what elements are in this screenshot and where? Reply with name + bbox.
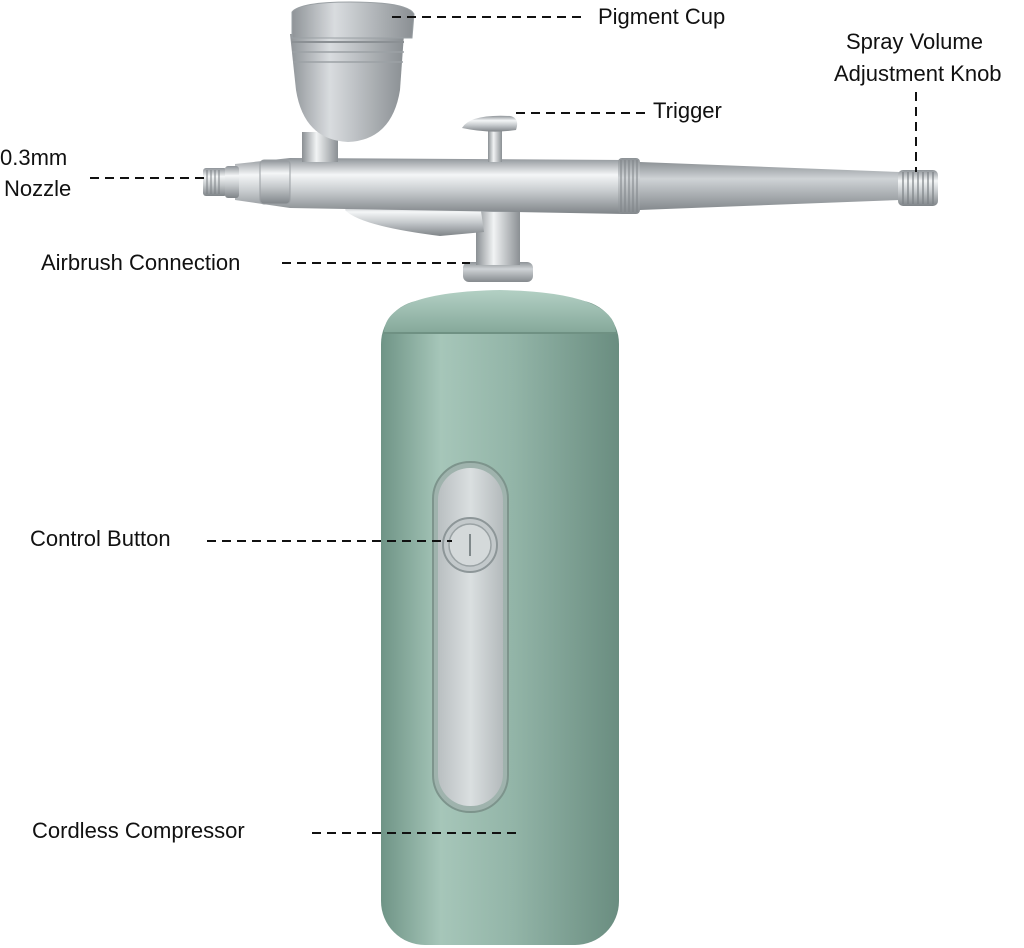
label-nozzle-line2: Nozzle bbox=[4, 176, 72, 201]
trigger[interactable] bbox=[462, 115, 518, 162]
spray-volume-knob[interactable] bbox=[898, 170, 938, 206]
control-panel bbox=[432, 461, 509, 813]
label-spray-volume-line1: Spray Volume bbox=[846, 29, 983, 54]
label-spray-volume-line2: Adjustment Knob bbox=[834, 61, 1002, 86]
control-button[interactable] bbox=[442, 517, 498, 573]
label-control-button: Control Button bbox=[30, 526, 171, 551]
airbrush-barrel bbox=[235, 158, 900, 214]
label-nozzle-line1: 0.3mm bbox=[0, 145, 68, 170]
pigment-cup bbox=[290, 1, 415, 162]
label-pigment-cup: Pigment Cup bbox=[598, 4, 726, 29]
label-airbrush-connection: Airbrush Connection bbox=[41, 250, 241, 275]
nozzle bbox=[203, 166, 239, 198]
label-trigger: Trigger bbox=[653, 98, 722, 123]
label-cordless-compressor: Cordless Compressor bbox=[32, 818, 245, 843]
leader-lines bbox=[90, 16, 917, 834]
